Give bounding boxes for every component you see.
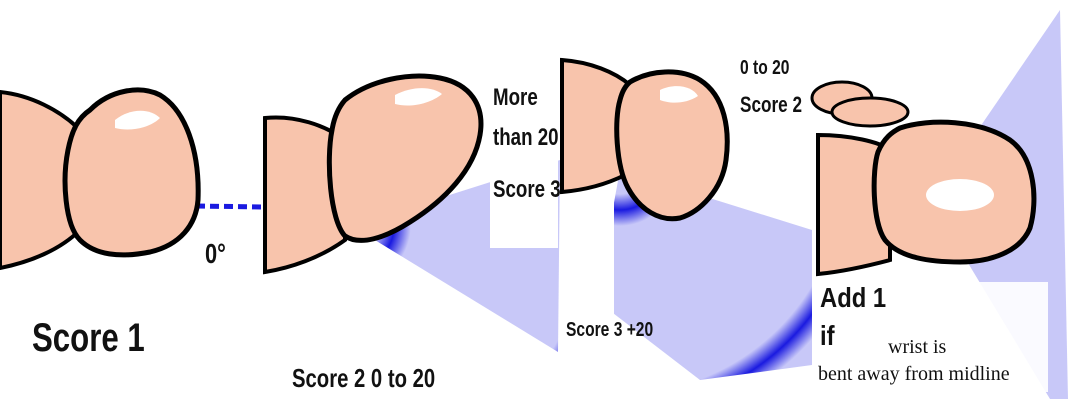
add-1-label: Add 1 [820,284,886,312]
score-label: Score 1 [32,318,145,358]
wrist-is-label: wrist is [888,337,946,357]
panel-2 [265,76,560,352]
zero-degree-dashed-line [196,206,262,207]
than-20-label: than 20 [493,126,559,150]
if-label: if [820,322,835,350]
score-2-label: Score 2 [740,94,802,116]
range-label: 0 to 20 [740,58,789,78]
more-label: More [493,86,538,110]
fingertip-highlight [926,179,994,211]
bent-away-label: bent away from midline [818,364,1010,384]
angle-label-zero: 0° [205,240,226,268]
white-mask [562,190,614,370]
score-plus-label: Score 3 +20 [566,320,653,340]
score-range-label: Score 2 0 to 20 [292,365,435,391]
small-finger-middle [832,98,908,126]
score-3-label: Score 3 [493,178,561,202]
